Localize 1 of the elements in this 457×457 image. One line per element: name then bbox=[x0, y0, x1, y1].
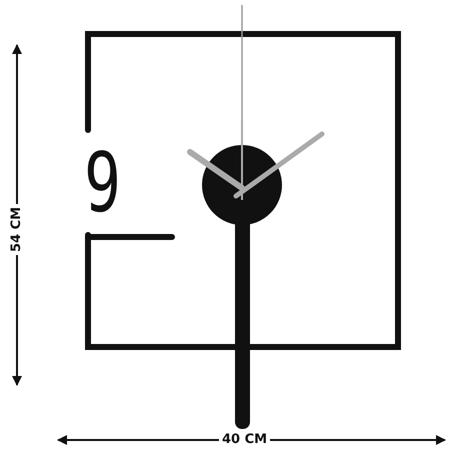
clock-numeral: 9 bbox=[84, 138, 122, 230]
